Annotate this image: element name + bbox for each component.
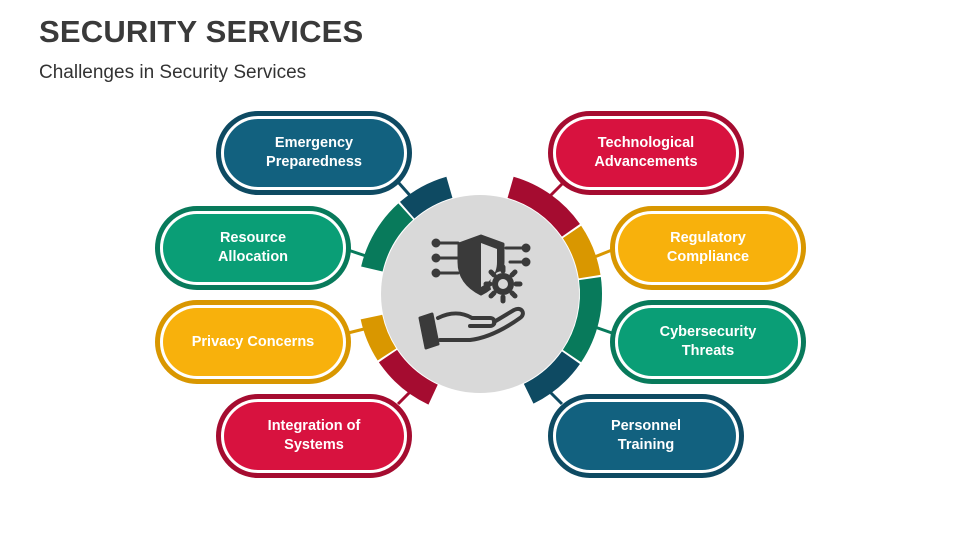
- ring-segment: [507, 176, 580, 237]
- challenge-pill-body: Resource Allocation: [163, 214, 343, 282]
- challenge-pill: Cybersecurity Threats: [610, 300, 806, 384]
- challenge-pill-body: Technological Advancements: [556, 119, 736, 187]
- challenge-label: Emergency Preparedness: [266, 135, 362, 170]
- challenge-label: Resource Allocation: [217, 230, 289, 265]
- ring-segment: [378, 349, 438, 405]
- ring-segments: [360, 176, 602, 405]
- challenge-pill: Resource Allocation: [155, 206, 351, 290]
- challenge-label: Integration of Systems: [267, 418, 361, 453]
- shield-gear-hand-icon: [418, 234, 531, 350]
- challenge-pill-body: Regulatory Compliance: [618, 214, 798, 282]
- challenge-label: Regulatory Compliance: [666, 230, 750, 265]
- ring-segment: [360, 314, 397, 361]
- challenge-pill-body: Personnel Training: [556, 402, 736, 470]
- ring-segment: [523, 351, 580, 404]
- challenge-pill: Emergency Preparedness: [216, 111, 412, 195]
- page-title: SECURITY SERVICES: [39, 14, 364, 49]
- ring-segment: [562, 277, 602, 363]
- challenge-pill: Integration of Systems: [216, 394, 412, 478]
- connector-line: [347, 248, 367, 258]
- ring-segment: [361, 203, 414, 272]
- challenge-label: Personnel Training: [610, 418, 682, 453]
- challenge-pill: Privacy Concerns: [155, 300, 351, 384]
- challenge-pill-body: Emergency Preparedness: [224, 119, 404, 187]
- challenge-pill: Personnel Training: [548, 394, 744, 478]
- challenge-label: Privacy Concerns: [191, 333, 315, 350]
- ring-segment: [562, 225, 601, 279]
- ring-segment: [399, 176, 453, 219]
- challenge-pill: Regulatory Compliance: [610, 206, 806, 290]
- challenge-pill-body: Privacy Concerns: [163, 308, 343, 376]
- page-subtitle: Challenges in Security Services: [39, 62, 307, 83]
- challenge-label: Technological Advancements: [594, 135, 698, 170]
- challenge-pill-body: Integration of Systems: [224, 402, 404, 470]
- challenge-pill: Technological Advancements: [548, 111, 744, 195]
- challenge-label: Cybersecurity Threats: [659, 324, 757, 359]
- challenge-pill-body: Cybersecurity Threats: [618, 308, 798, 376]
